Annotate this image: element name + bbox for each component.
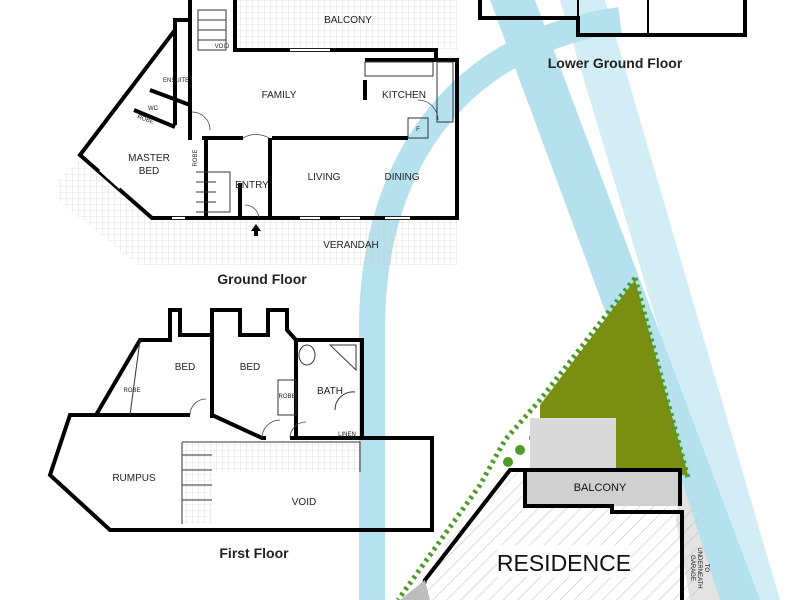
kitchen-bench [364, 61, 434, 77]
garage-note-line1: TO [703, 564, 709, 573]
site-plan: BALCONY RESIDENCE TO UNDERNEATH GARAGE [395, 276, 720, 600]
first-floor-plan: BED BED ROBE ROBE BATH LINEN RUMPUS VOID… [47, 308, 434, 561]
fridge-space [407, 117, 429, 139]
first-robe2-label: ROBE [278, 394, 295, 400]
stair-grid [182, 472, 212, 524]
verandah-label: VERANDAH [323, 240, 379, 251]
site-balcony [525, 470, 680, 506]
ground-floor-plan: BALCONY VOID ENSUITE WC ROBE FAMILY KITC… [58, 0, 459, 287]
site-balcony-label: BALCONY [574, 482, 627, 494]
family-label: FAMILY [262, 90, 297, 101]
first-shower [334, 391, 356, 411]
first-basin [298, 344, 316, 366]
residence-label: RESIDENCE [497, 550, 631, 576]
entry-arrow-icon [251, 224, 261, 236]
kitchen-label: KITCHEN [382, 90, 426, 101]
carport-roof [530, 418, 616, 468]
residence-label-box [497, 545, 630, 577]
master-bed-label-line1: MASTER [128, 153, 170, 164]
ground-robe-label: ROBE [136, 114, 154, 125]
verandah-paving [58, 160, 457, 265]
garage-note-line2: UNDERNEATH [696, 547, 702, 588]
ground-stairs [196, 9, 231, 213]
lower-ground-floor-title: Lower Ground Floor [548, 55, 683, 71]
ground-floor-title: Ground Floor [217, 271, 307, 287]
rumpus-label: RUMPUS [112, 473, 156, 484]
first-bed1-label: BED [175, 362, 196, 373]
first-floor-title: First Floor [219, 545, 289, 561]
ground-robe2-label: ROBE [193, 149, 199, 166]
fridge-label: F [416, 127, 420, 133]
lower-ground-floor-plan: Lower Ground Floor [478, 0, 747, 71]
first-void-label: VOID [292, 497, 316, 508]
first-spa [328, 344, 357, 372]
garage-note-line3: GARAGE [689, 555, 695, 581]
ground-void-label: VOID [215, 44, 230, 50]
dining-label: DINING [385, 172, 420, 183]
first-robe-label: ROBE [123, 388, 140, 394]
living-label: LIVING [308, 172, 341, 183]
ensuite-label: ENSUITE [163, 78, 189, 84]
ground-balcony-label: BALCONY [324, 15, 372, 26]
void-grid [182, 442, 360, 472]
first-bed2-label: BED [240, 362, 261, 373]
wc-label: WC [148, 106, 159, 112]
first-stairs [182, 454, 212, 501]
entry-label: ENTRY [235, 180, 269, 191]
kitchen-bench-side [436, 61, 454, 123]
master-bed-label-line2: BED [139, 166, 160, 177]
lawn-area [540, 280, 688, 475]
linen-label: LINEN [338, 432, 356, 438]
bath-label: BATH [317, 386, 343, 397]
balcony-paving [235, 0, 457, 50]
